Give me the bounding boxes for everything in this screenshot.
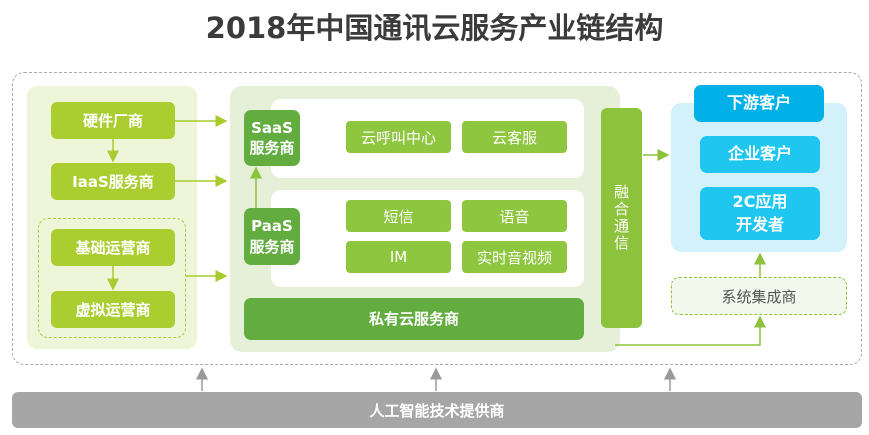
arrow-to-integrator <box>615 315 766 346</box>
enterprise-customer-box: 企业客户 <box>700 136 820 173</box>
paas-item: 语音 <box>462 200 567 232</box>
paas-item: 短信 <box>346 200 451 232</box>
paas-item: IM <box>346 241 451 273</box>
paas-item: 实时音视频 <box>462 241 567 273</box>
fusion-communication-box: 融合通信 <box>601 108 642 328</box>
saas-item: 云客服 <box>462 121 567 153</box>
hardware-vendor-box: 硬件厂商 <box>51 102 175 139</box>
ecosystem-frame <box>12 72 862 365</box>
system-integrator-box: 系统集成商 <box>671 277 847 315</box>
saas-item: 云呼叫中心 <box>346 121 451 153</box>
paas-provider-box: PaaS 服务商 <box>244 208 300 265</box>
private-cloud-box: 私有云服务商 <box>244 298 584 340</box>
downstream-title: 下游客户 <box>694 85 824 122</box>
operators-group <box>38 218 186 338</box>
basic-operator-box: 基础运营商 <box>51 229 175 266</box>
saas-provider-box: SaaS 服务商 <box>244 110 300 166</box>
app-developer-box: 2C应用 开发者 <box>700 187 820 240</box>
ai-provider-bar: 人工智能技术提供商 <box>12 392 862 428</box>
page-title: 2018年中国通讯云服务产业链结构 <box>205 11 664 45</box>
virtual-operator-box: 虚拟运营商 <box>51 291 175 328</box>
iaas-provider-box: IaaS服务商 <box>51 163 175 200</box>
